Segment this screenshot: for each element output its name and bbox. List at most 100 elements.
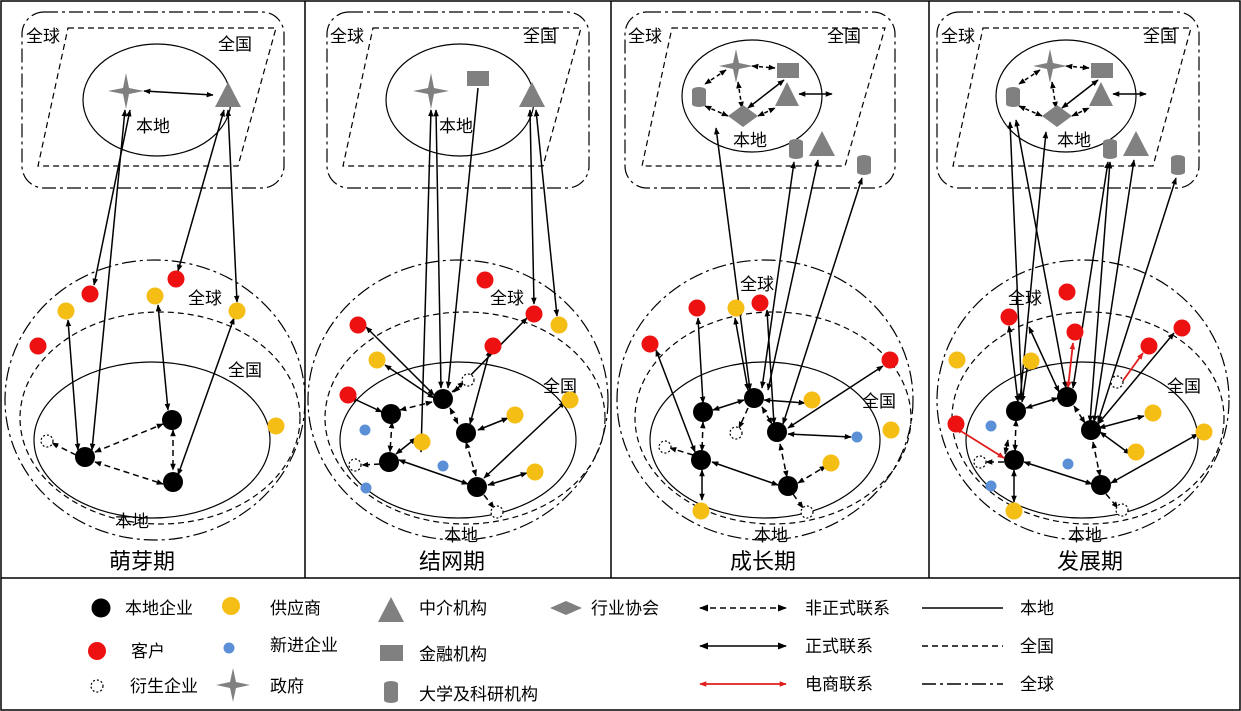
formal-link (349, 396, 383, 413)
informal-link (361, 461, 381, 468)
informal-link (736, 81, 744, 109)
ecommerce-link (955, 427, 1005, 459)
customer-legend-icon (88, 642, 106, 660)
national-sphere (634, 311, 912, 525)
local-label: 本地 (439, 117, 473, 137)
university-icon (1006, 87, 1020, 107)
supplier-node (561, 391, 579, 409)
local-firm-node (456, 423, 476, 443)
informal-link (699, 421, 706, 452)
informal-link (757, 107, 776, 117)
sphere-local-label: 本地 (115, 512, 149, 532)
local-firm-node (744, 388, 764, 408)
formal-link (418, 109, 434, 453)
legend-new-firm: 新进企业 (270, 636, 338, 656)
formal-link (398, 459, 469, 485)
informal-link (751, 63, 776, 71)
intermediary-icon (519, 82, 545, 107)
informal-link (399, 400, 433, 412)
local-firm-node (1091, 475, 1111, 495)
supplier-node (267, 417, 285, 435)
supplier-node (727, 299, 745, 317)
customer-node (525, 305, 543, 323)
national-scope-parallelogram (342, 27, 582, 167)
informal-link (1091, 441, 1102, 477)
formal-link (1061, 79, 1099, 109)
supplier-node (57, 302, 75, 320)
global-scope-box (624, 11, 896, 189)
spinoff-firm-node (1115, 503, 1129, 517)
national-sphere (951, 311, 1225, 525)
nation-label: 全国 (523, 27, 557, 47)
customer-node (947, 415, 965, 433)
supplier-node (228, 302, 246, 320)
world-label: 全球 (941, 27, 975, 47)
local-firm-node (163, 472, 183, 492)
formal-link (433, 109, 444, 389)
local-firm-node (691, 450, 711, 470)
university-icon (1103, 139, 1117, 159)
stage-title: 结网期 (419, 550, 485, 575)
association-icon (728, 105, 758, 127)
formal-link (1014, 119, 1068, 389)
university-legend-icon (384, 681, 398, 703)
formal-link (477, 417, 509, 431)
intermediary-icon (809, 131, 835, 156)
local-label: 本地 (733, 131, 767, 151)
global-sphere (4, 259, 306, 541)
formal-link (483, 401, 566, 479)
panel-germination: 全球 全国 本地 全球 全国 本地 萌芽期 (4, 11, 306, 575)
legend-finance: 金融机构 (419, 645, 487, 665)
legend-ecommerce-link: 电商联系 (805, 675, 873, 695)
informal-link (778, 443, 789, 478)
formal-link (225, 109, 240, 303)
formal-link (1098, 414, 1145, 430)
informal-link (465, 441, 477, 477)
formal-link (468, 349, 492, 425)
world-label: 全球 (330, 27, 364, 47)
legend-local-firm: 本地企业 (125, 599, 193, 619)
supplier-legend-icon (222, 597, 240, 615)
intermediary-icon (775, 82, 799, 106)
formal-link (92, 109, 132, 286)
formal-link (1006, 325, 1021, 403)
supplier-node (882, 421, 900, 439)
global-sphere (307, 259, 609, 541)
local-sphere (965, 361, 1199, 519)
supplier-node (550, 316, 568, 334)
customer-node (81, 285, 99, 303)
customer-node (476, 271, 494, 289)
local-label: 本地 (136, 117, 170, 137)
formal-link (143, 88, 214, 98)
nation-label: 全国 (218, 35, 252, 55)
panel-development: 全球 全国 本地 全球 全国 本地 (936, 11, 1230, 575)
formal-link (445, 87, 479, 389)
government-legend-icon (216, 668, 250, 702)
panel-growth: 全球 全国 本地 全球 全国 本地 (616, 11, 914, 575)
informal-link (387, 421, 395, 453)
local-firm-legend-icon (91, 598, 111, 618)
informal-link (1018, 105, 1043, 117)
supplier-node (1005, 502, 1023, 520)
formal-link (787, 431, 852, 440)
formal-link (712, 399, 745, 411)
formal-link (384, 364, 435, 399)
sphere-local-label: 本地 (1068, 526, 1102, 546)
informal-link (761, 406, 773, 425)
informal-link (704, 105, 729, 117)
supplier-node (413, 433, 431, 451)
ecommerce-link (1065, 342, 1076, 389)
customer-node (881, 351, 899, 369)
local-firm-node (467, 477, 487, 497)
legend-scope-local: 本地 (1020, 599, 1054, 619)
customer-node (1173, 319, 1191, 337)
customer-node (339, 386, 357, 404)
legend-association: 行业协会 (591, 599, 659, 619)
global-sphere (936, 259, 1230, 541)
informal-link (704, 69, 727, 85)
customer-node (641, 335, 659, 353)
intermediary-icon (1089, 82, 1113, 106)
local-firm-node (162, 410, 182, 430)
informal-link (1012, 419, 1019, 452)
